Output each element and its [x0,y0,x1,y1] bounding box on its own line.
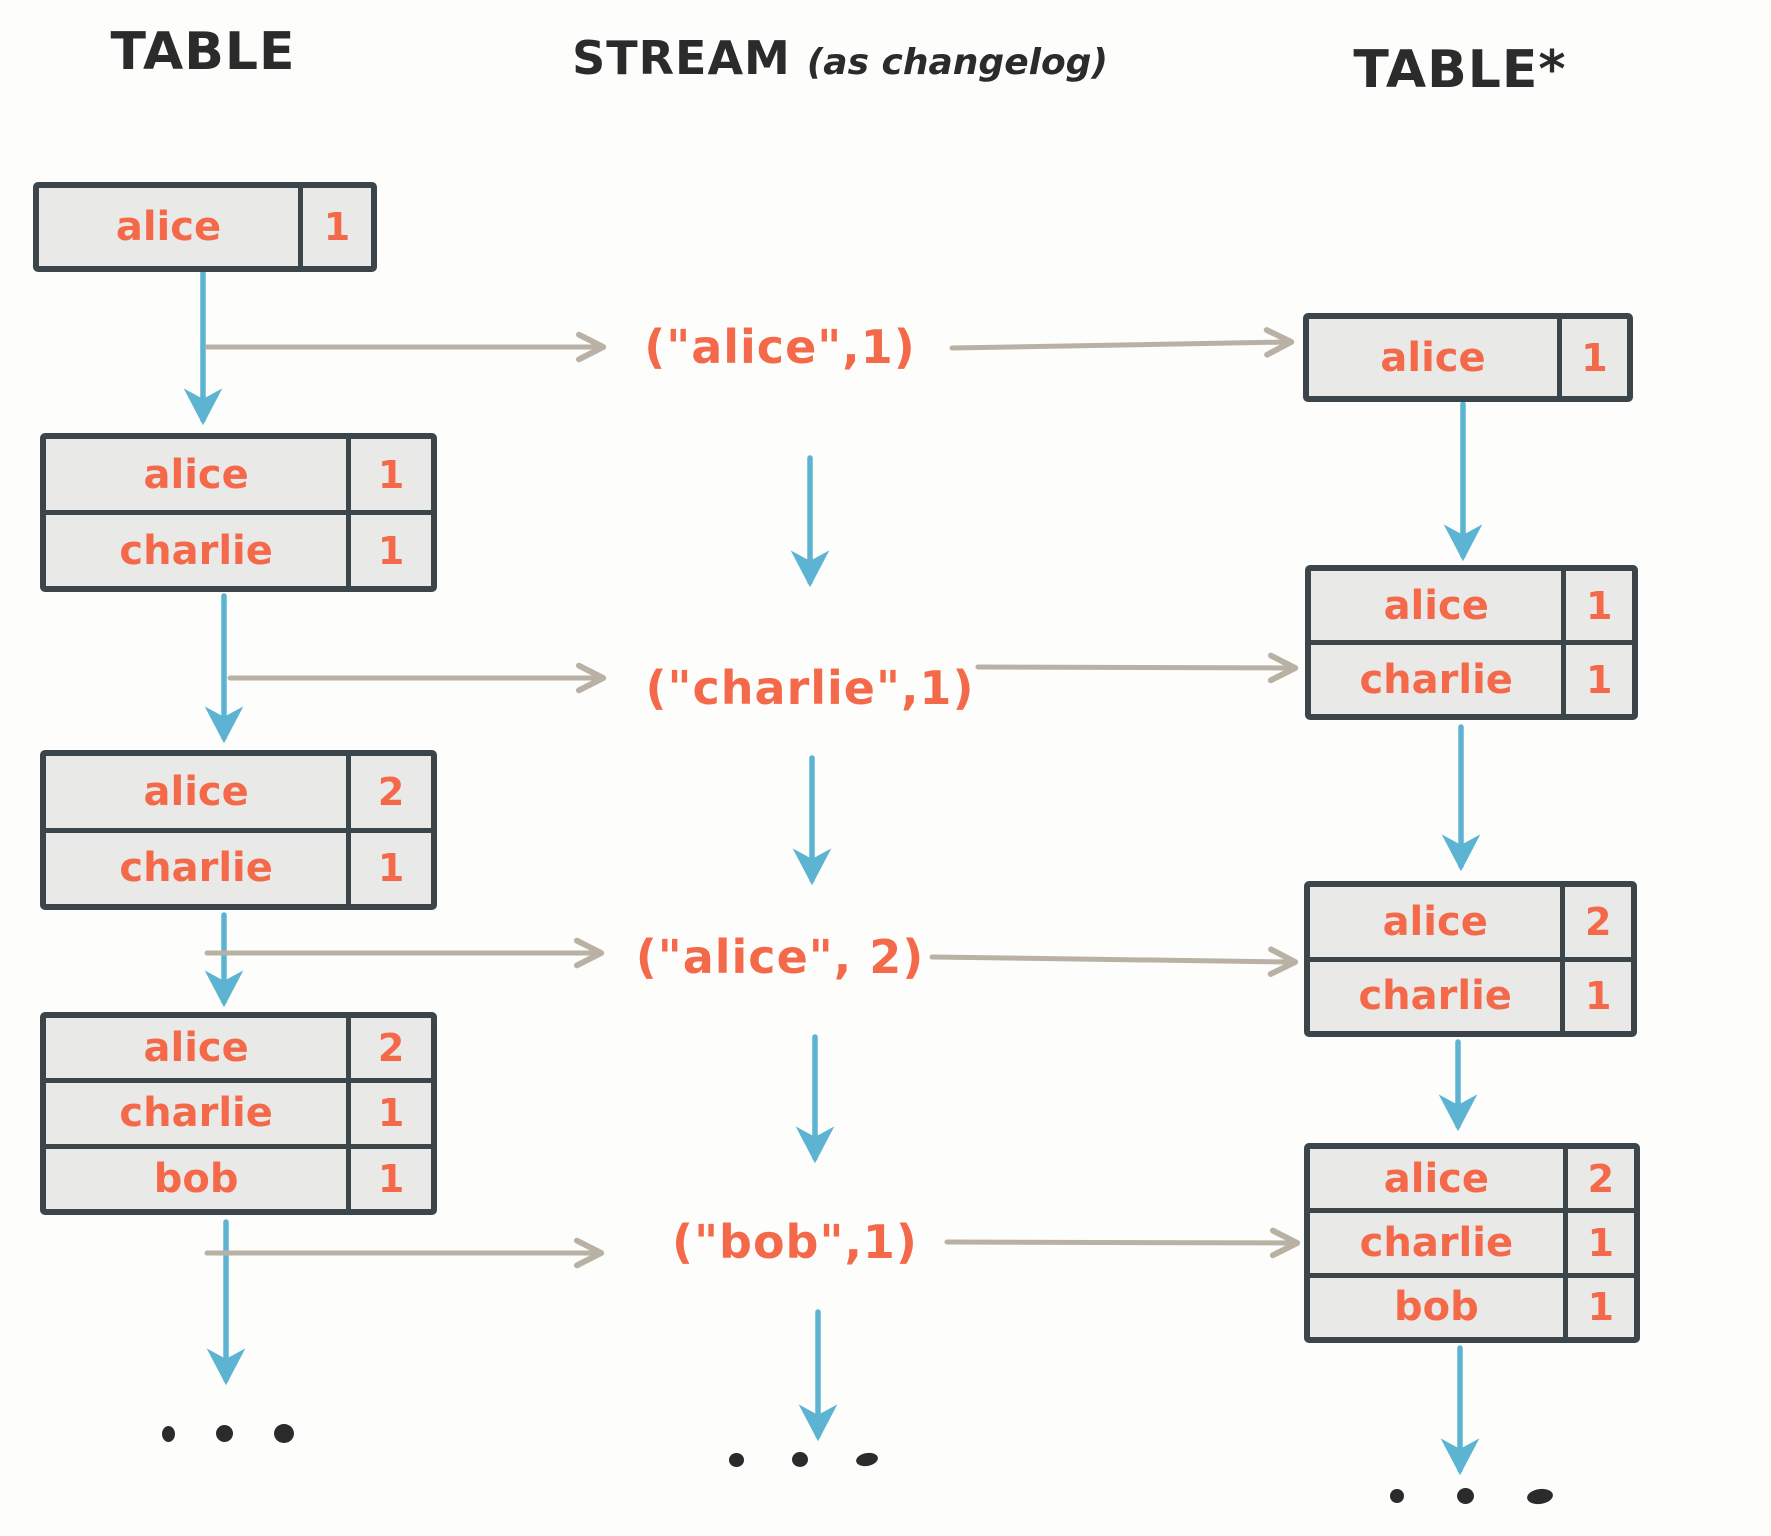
arrow-stream-to-right-2 [975,652,1299,684]
table-row: bob 1 [1310,1272,1634,1337]
ellipsis-dot [216,1425,233,1442]
table-cell-value: 1 [1562,1213,1634,1273]
table-row: charlie 1 [1311,640,1632,714]
left-table-state-3: alice 2 charlie 1 [40,750,437,910]
table-row: bob 1 [46,1143,431,1209]
table-cell-key: charlie [1359,656,1513,703]
ellipsis-dot [792,1452,808,1467]
table-cell-key: alice [115,204,222,250]
table-cell-key: charlie [119,527,273,574]
column-header-table: TABLE [110,22,296,82]
table-cell-value: 1 [1562,1277,1634,1337]
table-cell-value: 1 [297,188,371,266]
table-cell-key: alice [1380,334,1486,381]
stream-event-3: ("alice", 2) [635,930,925,984]
arrow-stream-to-right-4 [944,1227,1301,1259]
table-row: charlie 1 [1310,1208,1634,1273]
ellipsis-dot [1457,1488,1474,1504]
right-table-state-4: alice 2 charlie 1 bob 1 [1304,1143,1640,1343]
table-row: alice 1 [1309,319,1627,396]
table-cell-key: alice [143,1025,249,1072]
table-row: alice 1 [1311,571,1632,640]
table-cell-key: charlie [119,1090,273,1137]
table-cell-key: alice [1383,1155,1489,1202]
table-cell-value: 1 [346,439,431,510]
table-row: charlie 1 [46,827,431,904]
table-cell-key: alice [1383,582,1489,629]
table-row: alice 1 [46,439,431,510]
stream-header-title: STREAM [572,31,791,85]
table-row: alice 2 [46,756,431,828]
column-header-stream: STREAM (as changelog) [572,31,1108,85]
table-cell-value: 2 [1562,1149,1634,1209]
right-table-state-1: alice 1 [1303,313,1633,402]
stream-event-4: ("bob",1) [672,1215,918,1269]
ellipsis-dot [274,1424,294,1443]
arrow-stream-to-right-3 [929,946,1299,977]
stream-event-2: ("charlie",1) [645,661,975,715]
table-cell-key: alice [143,451,249,498]
table-cell-value: 2 [346,756,431,828]
table-cell-value: 1 [346,1148,431,1209]
table-cell-value: 1 [1561,571,1632,640]
table-row: alice 2 [1310,1149,1634,1209]
column-header-table-star: TABLE* [1353,40,1567,100]
table-row: charlie 1 [1310,956,1631,1031]
table-row: alice 2 [46,1018,431,1079]
table-cell-key: alice [1382,898,1488,945]
table-cell-key: charlie [1359,1219,1514,1266]
stream-header-note: (as changelog) [806,42,1108,83]
table-cell-value: 1 [1560,961,1631,1031]
left-table-state-1: alice 1 [33,182,377,272]
stream-event-1: ("alice",1) [644,320,916,374]
table-cell-key: alice [143,768,249,815]
table-cell-value: 1 [1561,645,1632,714]
ellipsis-stream [729,1451,879,1468]
right-table-state-2: alice 1 charlie 1 [1305,565,1638,720]
ellipsis-dot [1526,1486,1554,1506]
arrow-stream-to-right-1 [949,327,1295,358]
table-cell-key: charlie [1358,973,1512,1020]
right-table-state-3: alice 2 charlie 1 [1304,881,1637,1037]
table-cell-value: 2 [346,1018,431,1079]
table-row: alice 2 [1310,887,1631,957]
table-row: charlie 1 [46,1078,431,1144]
table-cell-key: charlie [119,845,273,892]
ellipsis-dot [729,1452,744,1467]
ellipsis-dot [855,1451,879,1468]
table-cell-key: bob [1393,1284,1479,1331]
table-cell-value: 1 [346,832,431,904]
table-row: charlie 1 [46,510,431,586]
table-cell-value: 1 [1557,319,1627,396]
table-cell-value: 2 [1560,887,1631,957]
left-table-state-2: alice 1 charlie 1 [40,433,437,592]
ellipsis-dot [1390,1489,1404,1503]
table-cell-key: bob [153,1155,239,1202]
ellipsis-left [162,1424,294,1443]
table-row: alice 1 [39,188,371,266]
table-cell-value: 1 [346,515,431,586]
ellipsis-right [1390,1486,1554,1506]
ellipsis-dot [162,1425,175,1442]
left-table-state-4: alice 2 charlie 1 bob 1 [40,1012,437,1215]
table-cell-value: 1 [346,1083,431,1144]
